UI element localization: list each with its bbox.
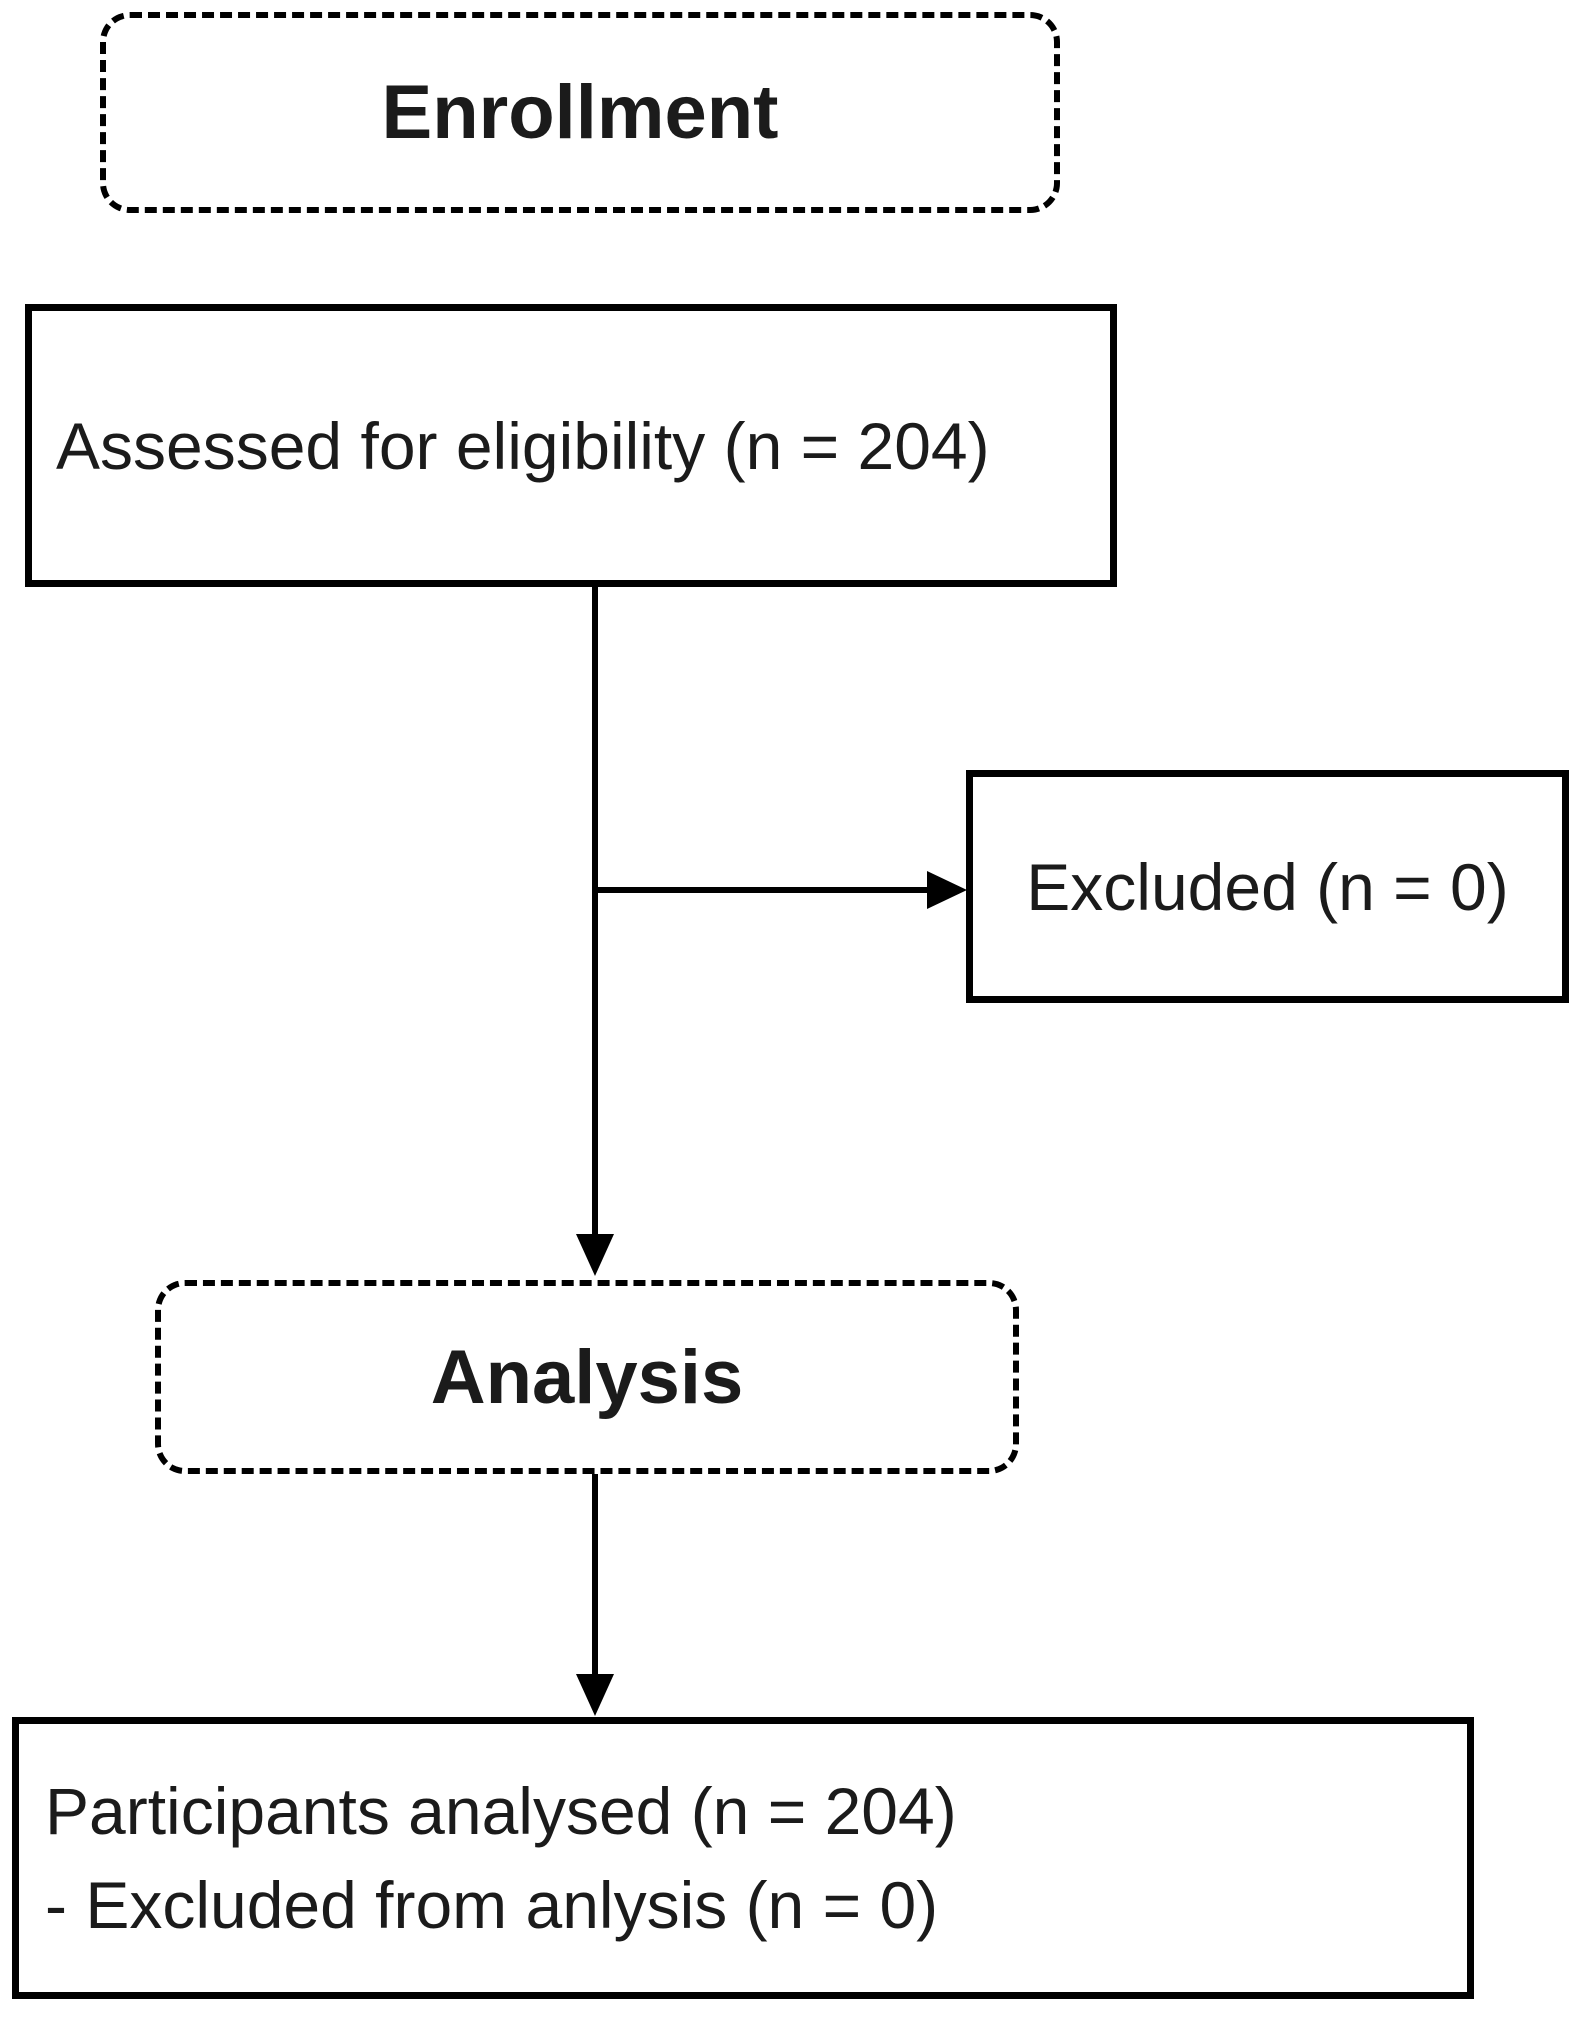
analysis-phase-label: Analysis: [430, 1334, 744, 1420]
assessed-for-eligibility-box: Assessed for eligibility (n = 204): [25, 304, 1117, 587]
enrollment-phase-label: Enrollment: [381, 70, 779, 155]
connector-to-excluded-line: [595, 887, 927, 893]
connector-assessed-to-analysis-line: [592, 587, 598, 1234]
excluded-box: Excluded (n = 0): [966, 770, 1569, 1003]
excluded-from-analysis-text: - Excluded from anlysis (n = 0): [45, 1868, 939, 1942]
assessed-for-eligibility-text: Assessed for eligibility (n = 204): [56, 408, 990, 483]
connector-analysis-to-analysed-line: [592, 1474, 598, 1674]
arrowhead-down-icon: [576, 1674, 614, 1716]
participants-analysed-text: Participants analysed (n = 204): [45, 1774, 957, 1848]
analysis-phase-box: Analysis: [155, 1280, 1019, 1474]
excluded-text: Excluded (n = 0): [1026, 849, 1509, 924]
participants-analysed-box: Participants analysed (n = 204) - Exclud…: [12, 1717, 1474, 1999]
enrollment-phase-box: Enrollment: [100, 12, 1060, 213]
arrowhead-down-icon: [576, 1234, 614, 1276]
arrowhead-right-icon: [927, 871, 967, 909]
